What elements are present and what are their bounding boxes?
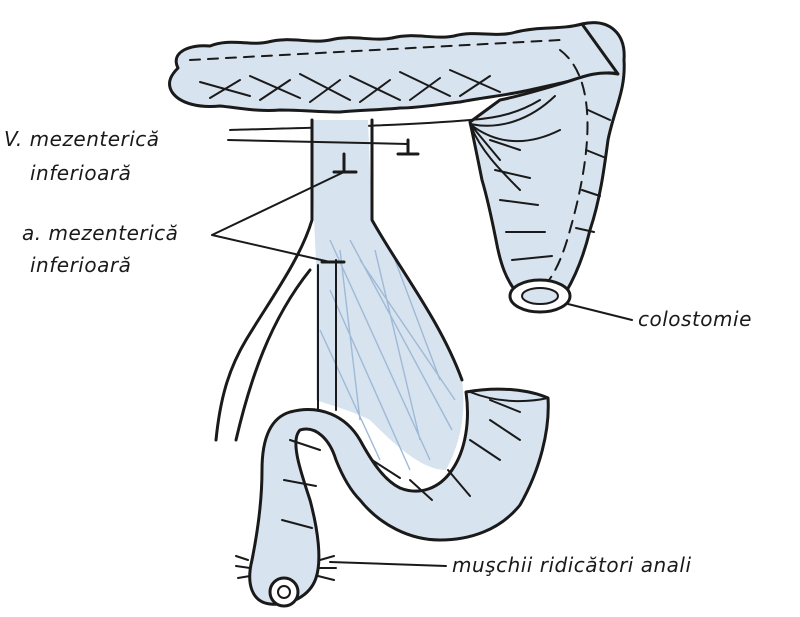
label-artery-line1: a. mezenterică: [22, 221, 178, 245]
label-colostomy: colostomie: [638, 307, 752, 331]
leader-artery-lower: [212, 235, 330, 262]
label-artery-line2: inferioară: [30, 253, 131, 277]
label-levator-ani: muşchii ridicători anali: [452, 553, 692, 577]
leader-colostomy: [568, 304, 632, 320]
label-vein-line2: inferioară: [30, 161, 131, 185]
mesenteric-vein-edge: [216, 120, 312, 440]
label-vein-line1: V. mezenterică: [4, 127, 160, 151]
leader-levator: [330, 562, 446, 566]
ligature-clip-vein: [398, 140, 418, 154]
anal-opening: [270, 578, 298, 606]
